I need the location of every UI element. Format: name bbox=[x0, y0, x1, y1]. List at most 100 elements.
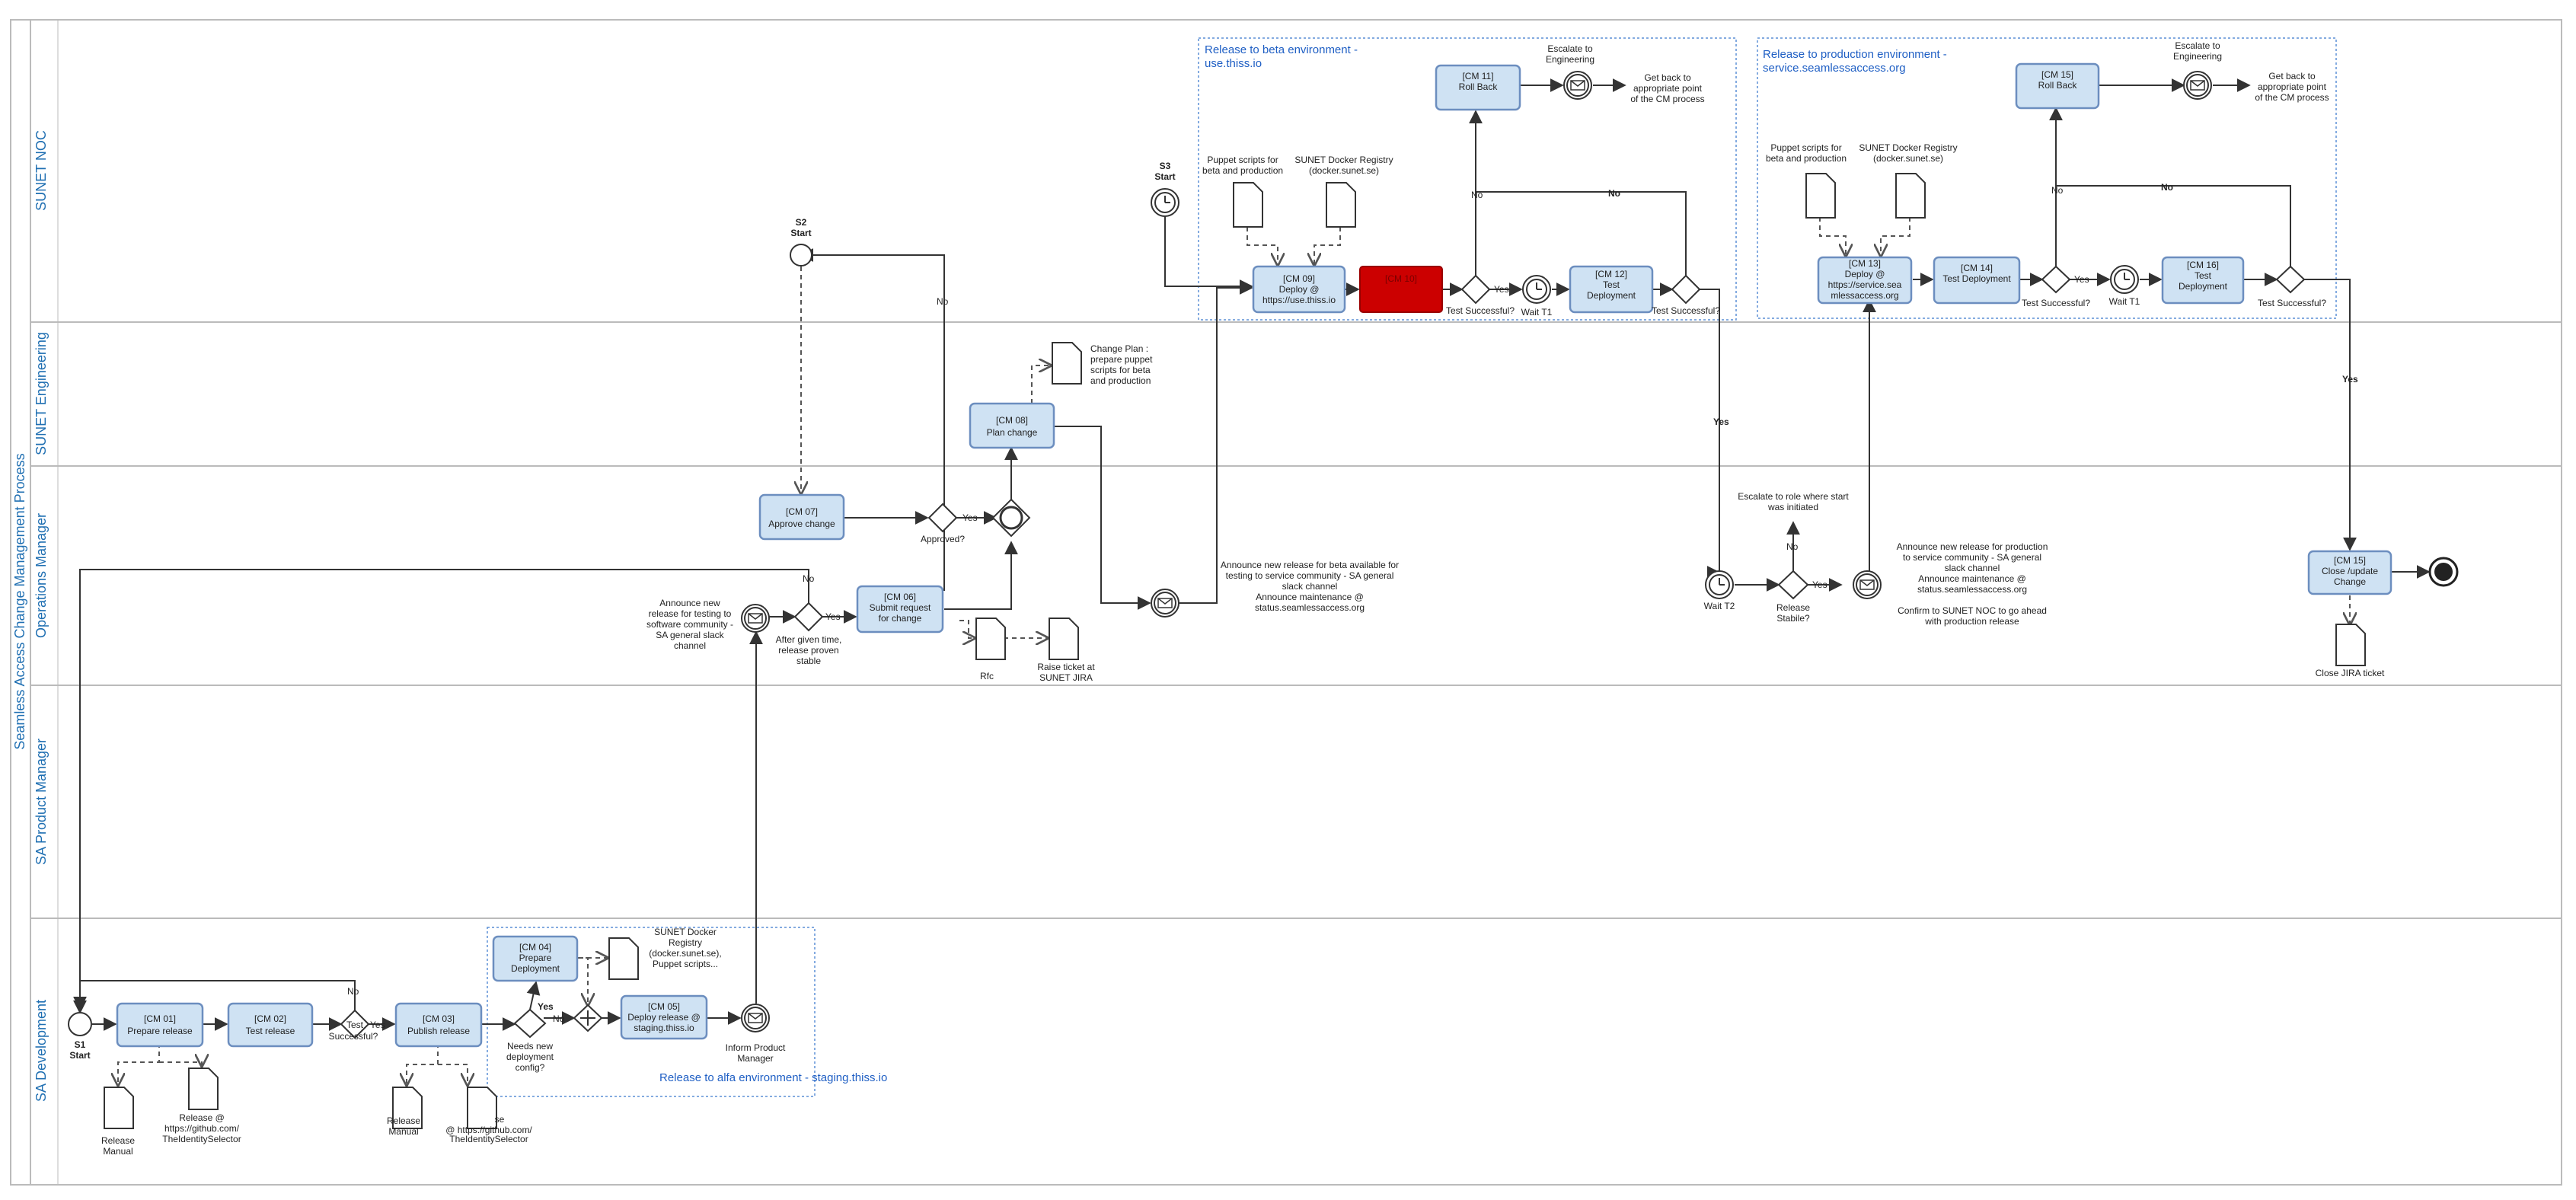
doc-docker-alfa bbox=[608, 937, 639, 980]
yes-label: Yes bbox=[538, 1001, 554, 1012]
task-cm08[interactable]: [CM 08]Plan change bbox=[969, 402, 1055, 449]
doc-release-github2 bbox=[467, 1087, 497, 1129]
yes-label: Yes bbox=[1713, 416, 1729, 427]
svg-text:[CM 06]: [CM 06] bbox=[884, 592, 916, 602]
no-label: No bbox=[1786, 541, 1799, 552]
svg-text:staging.thiss.io: staging.thiss.io bbox=[634, 1023, 694, 1033]
svg-text:[CM 05]: [CM 05] bbox=[648, 1001, 680, 1012]
no-label: No bbox=[553, 1013, 565, 1024]
svg-text:Wait T1: Wait T1 bbox=[1521, 307, 1553, 318]
svg-text:[CM 15]: [CM 15] bbox=[2334, 555, 2366, 566]
svg-text:Close JIRA ticket: Close JIRA ticket bbox=[2316, 668, 2385, 678]
svg-text:Announce new release for beta: Announce new release for beta available … bbox=[1221, 560, 1399, 613]
s2-label: S2 bbox=[796, 217, 807, 228]
s1-label: S1 bbox=[75, 1039, 86, 1050]
svg-text:Test Successful?: Test Successful? bbox=[2022, 298, 2090, 308]
message-escalate-eng-icon bbox=[1563, 71, 1592, 100]
svg-text:Deployment: Deployment bbox=[511, 963, 560, 974]
svg-text:Roll Back: Roll Back bbox=[2038, 80, 2078, 91]
gateway-test-successful-beta bbox=[1460, 274, 1491, 305]
task-cm05[interactable]: [CM 05]Deploy release @staging.thiss.io bbox=[620, 994, 708, 1040]
yes-label: Yes bbox=[1812, 579, 1827, 590]
gateway-after-given-time bbox=[793, 602, 824, 632]
message-inform-pm-icon bbox=[741, 1004, 770, 1032]
svg-text:Test Deployment: Test Deployment bbox=[1942, 273, 2011, 284]
lane-sa-product-manager: SA Product Manager bbox=[34, 739, 49, 865]
svg-text:Roll Back: Roll Back bbox=[1459, 81, 1499, 92]
event-gateway-icon bbox=[991, 498, 1031, 538]
svg-text:Wait T1: Wait T1 bbox=[2109, 296, 2140, 307]
gateway-test-successful bbox=[340, 1009, 370, 1039]
task-cm07[interactable]: [CM 07]Approve change bbox=[758, 493, 845, 541]
svg-text:Plan change: Plan change bbox=[987, 427, 1038, 438]
svg-text:[CM 14]: [CM 14] bbox=[1961, 263, 1993, 273]
svg-text:SUNET Docker Registry(docker.s: SUNET Docker Registry(docker.sunet.se) bbox=[1859, 142, 1957, 164]
groups: Release to alfa environment - staging.th… bbox=[487, 37, 2337, 1097]
doc-close-jira bbox=[2335, 624, 2366, 666]
tasks: [CM 01]Prepare release [CM 02]Test relea… bbox=[116, 62, 2392, 1048]
task-cm13[interactable]: [CM 13]Deploy @https://service.seamlessa… bbox=[1817, 256, 1913, 305]
lane-sunet-noc: SUNET NOC bbox=[34, 130, 49, 211]
svg-text:Deploy @: Deploy @ bbox=[1279, 284, 1320, 295]
doc-raise-ticket bbox=[1049, 618, 1079, 660]
task-cm10[interactable]: [CM 10] bbox=[1359, 266, 1443, 313]
svg-text:[CM 02]: [CM 02] bbox=[254, 1013, 286, 1024]
yes-label: Yes bbox=[825, 611, 841, 622]
edges bbox=[73, 78, 2431, 1085]
pool-title: Seamless Access Change Management Proces… bbox=[12, 453, 27, 749]
svg-text:mlessaccess.org: mlessaccess.org bbox=[1831, 290, 1898, 301]
svg-text:SUNET Docker Registry(docker.s: SUNET Docker Registry(docker.sunet.se) bbox=[1294, 155, 1393, 176]
svg-text:[CM 10]: [CM 10] bbox=[1385, 273, 1417, 284]
no-label: No bbox=[1471, 190, 1483, 200]
svg-text:https://service.sea: https://service.sea bbox=[1828, 279, 1902, 290]
svg-text:[CM 12]: [CM 12] bbox=[1595, 269, 1627, 279]
svg-text:Deploy release @: Deploy release @ bbox=[627, 1012, 701, 1023]
svg-text:Approved?: Approved? bbox=[921, 534, 965, 544]
svg-text:Test Successful?: Test Successful? bbox=[1446, 305, 1515, 316]
gateway-test-successful-beta2 bbox=[1671, 274, 1701, 305]
svg-text:Rfc: Rfc bbox=[980, 671, 994, 681]
svg-text:[CM 07]: [CM 07] bbox=[786, 506, 818, 517]
svg-text:Deployment: Deployment bbox=[1587, 290, 1636, 301]
svg-text:Test Successful?: Test Successful? bbox=[1652, 305, 1720, 316]
svg-text:[CM 08]: [CM 08] bbox=[996, 415, 1028, 426]
gateways bbox=[340, 265, 2306, 1039]
svg-text:[CM 13]: [CM 13] bbox=[1849, 258, 1881, 269]
group-alfa-title: Release to alfa environment - staging.th… bbox=[659, 1071, 887, 1084]
group-prod-title: Release to production environment -servi… bbox=[1763, 48, 1947, 75]
task-cm11[interactable]: [CM 11]Roll Back bbox=[1435, 64, 1521, 111]
task-cm03[interactable]: [CM 03]Publish release bbox=[394, 1002, 483, 1048]
task-cm02[interactable]: [CM 02]Test release bbox=[227, 1002, 314, 1048]
message-announce-test-icon bbox=[741, 604, 770, 633]
doc-docker-prod bbox=[1895, 173, 1926, 219]
s1-start-label: Start bbox=[69, 1050, 90, 1061]
edge-labels: Yes No Yes No Yes No Yes No Yes No No Ye… bbox=[347, 182, 2358, 1030]
task-cm14[interactable]: [CM 14]Test Deployment bbox=[1933, 256, 2021, 305]
svg-text:Prepare: Prepare bbox=[519, 953, 552, 963]
task-cm09[interactable]: [CM 09]Deploy @https://use.thiss.io bbox=[1252, 265, 1346, 314]
svg-text:https://use.thiss.io: https://use.thiss.io bbox=[1262, 295, 1336, 305]
timer-wait-t1-beta-icon bbox=[1522, 275, 1551, 304]
svg-text:Submit request: Submit request bbox=[870, 602, 931, 613]
task-cm15-rollback[interactable]: [CM 15]Roll Back bbox=[2015, 62, 2100, 110]
task-cm01[interactable]: [CM 01]Prepare release bbox=[116, 1002, 204, 1048]
gateway-test-successful-prod bbox=[2041, 265, 2071, 294]
gateway-test-successful-prod2 bbox=[2275, 265, 2306, 294]
svg-text:Test: Test bbox=[1603, 279, 1620, 290]
